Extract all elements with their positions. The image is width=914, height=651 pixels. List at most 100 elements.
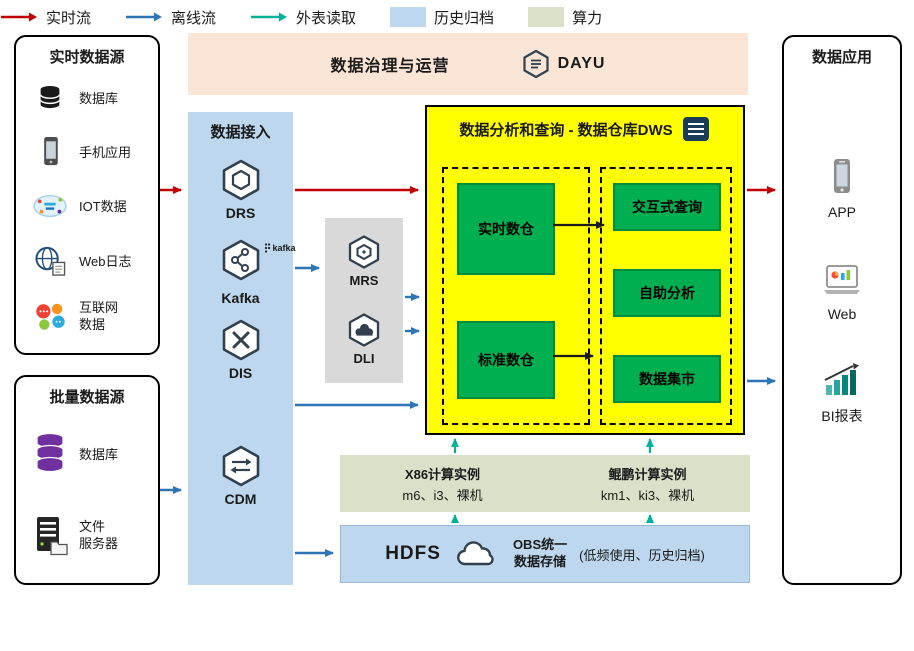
data-mart-box: 数据集市 — [613, 355, 721, 403]
file-server-icon — [28, 515, 72, 557]
legend-item-realtime: 实时流 — [0, 7, 91, 28]
x86-compute-cell: X86计算实例 m6、i3、裸机 — [340, 455, 545, 512]
history-archive-swatch — [390, 7, 427, 27]
source-item-iot: IOT数据 — [16, 191, 158, 221]
web-log-globe-icon — [28, 244, 72, 277]
source-item-label: 数据库 — [79, 90, 119, 106]
service-label: 自助分析 — [639, 285, 695, 301]
legend-label: 外表读取 — [296, 9, 357, 27]
source-item-label: 数据库 — [79, 447, 119, 462]
obs-label: OBS统一 数据存储 — [513, 537, 567, 571]
legend-label: 历史归档 — [434, 9, 495, 27]
application-label: BI报表 — [821, 408, 863, 424]
realtime-sources-list: 数据库 手机应用 IOT数据 Web日志 — [16, 67, 158, 353]
service-dli: DLI — [325, 312, 403, 366]
service-kafka: kafka Kafka — [188, 238, 296, 306]
kafka-dots-icon — [264, 243, 270, 253]
kunpeng-compute-subtitle: km1、ki3、裸机 — [600, 487, 695, 503]
source-item-label: Web日志 — [79, 253, 132, 269]
dws-title: 数据分析和查询 - 数据仓库DWS — [459, 121, 673, 139]
legend-item-offline: 离线流 — [125, 7, 216, 28]
blue-arrow-icon — [126, 12, 163, 22]
drs-hexagon-icon — [222, 159, 259, 201]
data-ingestion-panel: 数据接入 DRS kafka Kafka DIS CDM — [188, 112, 296, 585]
kafka-hexagon-icon — [222, 239, 259, 281]
service-label: DIS — [228, 365, 253, 381]
data-applications-panel: 数据应用 APP Web BI报表 — [782, 35, 902, 585]
interactive-query-box: 交互式查询 — [613, 183, 721, 231]
legend-item-compute-power: 算力 — [528, 7, 602, 28]
source-item-label: 互联网 数据 — [79, 300, 119, 332]
app-phone-icon — [834, 159, 850, 193]
internet-data-icon — [28, 300, 72, 334]
source-item-label: 手机应用 — [79, 145, 132, 161]
service-label: DLI — [353, 351, 375, 366]
self-service-analysis-box: 自助分析 — [613, 269, 721, 317]
application-item-app: APP — [784, 157, 900, 220]
dayu-hexagon-icon — [522, 49, 549, 79]
batch-sources-panel: 批量数据源 数据库 文件 服务器 — [14, 375, 160, 585]
source-item-mobile-app: 手机应用 — [16, 135, 158, 168]
hdfs-label: HDFS — [385, 543, 441, 564]
dws-analysis-panel: 数据分析和查询 - 数据仓库DWS 实时数仓 标准数仓 交互式查询 自助分析 数… — [425, 105, 745, 435]
query-services-group: 交互式查询 自助分析 数据集市 — [600, 167, 732, 425]
application-label: Web — [827, 306, 857, 322]
source-item-web-log: Web日志 — [16, 244, 158, 277]
service-drs: DRS — [188, 158, 293, 221]
source-item-database-batch: 数据库 — [16, 430, 158, 478]
service-label: DRS — [225, 205, 256, 221]
legend-item-history-archive: 历史归档 — [390, 7, 494, 28]
source-item-label: IOT数据 — [79, 199, 127, 215]
x86-compute-subtitle: m6、i3、裸机 — [402, 487, 483, 503]
dayu-logo: DAYU — [522, 49, 606, 79]
warehouse-group: 实时数仓 标准数仓 — [442, 167, 590, 425]
governance-banner: 数据治理与运营 DAYU — [188, 33, 748, 95]
dayu-logo-text: DAYU — [557, 55, 606, 72]
warehouse-label: 实时数仓 — [478, 221, 534, 237]
kafka-icon-row: kafka — [218, 238, 296, 287]
batch-sources-list: 数据库 文件 服务器 — [16, 407, 158, 583]
service-label: MRS — [349, 273, 379, 288]
source-item-label: 文件 服务器 — [79, 519, 119, 551]
service-dis: DIS — [188, 318, 293, 381]
cdm-hexagon-icon — [222, 445, 259, 487]
processing-services-panel: MRS DLI — [325, 218, 403, 383]
application-label: APP — [827, 204, 856, 220]
dis-hexagon-icon — [222, 319, 259, 361]
dws-title-row: 数据分析和查询 - 数据仓库DWS — [427, 115, 743, 143]
database-stack-purple-icon — [28, 430, 72, 478]
service-label: 交互式查询 — [632, 199, 702, 215]
realtime-sources-panel: 实时数据源 数据库 手机应用 IOT数据 — [14, 35, 160, 355]
red-arrow-icon — [1, 12, 37, 22]
web-browser-icon — [824, 265, 860, 294]
legend: 实时流 离线流 外表读取 历史归档 算力 — [0, 0, 914, 34]
obs-label-line1: OBS统一 — [512, 537, 568, 553]
obs-note: (低频使用、历史归档) — [579, 547, 705, 563]
dli-hexagon-icon — [348, 313, 380, 347]
kunpeng-compute-cell: 鲲鹏计算实例 km1、ki3、裸机 — [545, 455, 750, 512]
bi-report-icon — [824, 363, 859, 395]
iot-icon — [28, 191, 72, 221]
compute-instances-panel: X86计算实例 m6、i3、裸机 鲲鹏计算实例 km1、ki3、裸机 — [340, 455, 750, 512]
service-label: 数据集市 — [639, 371, 695, 387]
kunpeng-compute-title: 鲲鹏计算实例 — [608, 466, 687, 482]
mobile-app-icon — [28, 135, 72, 168]
service-mrs: MRS — [325, 234, 403, 288]
data-applications-title: 数据应用 — [811, 49, 872, 66]
database-icon — [28, 82, 72, 112]
service-label: CDM — [224, 491, 257, 507]
application-item-web: Web — [784, 263, 900, 322]
obs-cloud-icon — [456, 541, 494, 566]
mrs-hexagon-icon — [348, 235, 380, 269]
source-item-file-server: 文件 服务器 — [16, 515, 158, 557]
application-item-bi: BI报表 — [784, 363, 900, 426]
kafka-wordmark: kafka — [264, 242, 296, 254]
dws-database-icon — [682, 117, 709, 141]
x86-compute-title: X86计算实例 — [404, 466, 481, 482]
legend-label: 实时流 — [46, 9, 92, 27]
service-label: Kafka — [221, 290, 260, 306]
compute-power-swatch — [528, 7, 565, 27]
legend-label: 离线流 — [171, 9, 217, 27]
storage-panel: HDFS OBS统一 数据存储 (低频使用、历史归档) — [340, 525, 750, 583]
